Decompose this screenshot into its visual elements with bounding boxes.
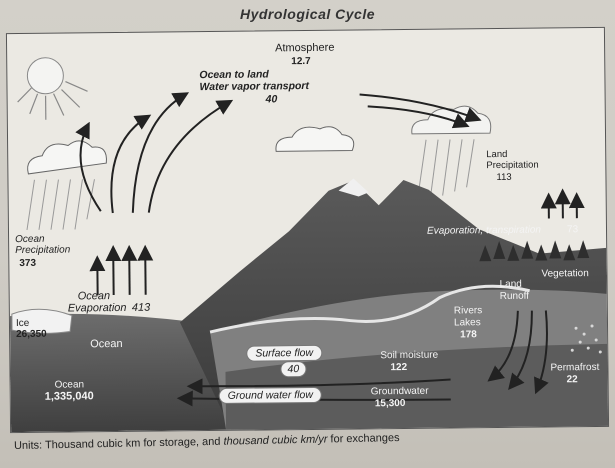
- units-part1: Units: Thousand cubic km for storage, an…: [14, 436, 224, 452]
- ocean-precip-line1: Ocean: [15, 234, 45, 245]
- ocean-storage-label: Ocean: [55, 379, 85, 390]
- ice-value: 26,350: [16, 329, 47, 340]
- transport-value: 40: [266, 94, 278, 105]
- ocean-evap-line2: Evaporation: [68, 303, 127, 315]
- land-runoff-line2: Runoff: [500, 291, 529, 302]
- ice-label: Ice: [16, 318, 29, 329]
- ocean-storage-value: 1,335,040: [45, 391, 94, 403]
- arrow-ocean-up-2: [132, 94, 187, 213]
- lakes-label: Lakes: [454, 317, 481, 328]
- units-note: Units: Thousand cubic km for storage, an…: [14, 432, 400, 452]
- diagram-title: Hydrological Cycle: [0, 6, 615, 22]
- land-precip-value: 113: [496, 172, 511, 183]
- ocean-precip-value: 373: [19, 258, 36, 269]
- permafrost-value: 22: [567, 374, 578, 385]
- middle-cloud: [276, 127, 354, 152]
- surface-flow-value: 40: [280, 361, 306, 377]
- rivers-label: Rivers: [454, 305, 482, 316]
- permafrost-label: Permafrost: [550, 362, 599, 374]
- rivers-lakes-value: 178: [460, 329, 477, 340]
- soil-moisture-value: 122: [390, 362, 407, 373]
- arrow-ocean-up-3: [148, 102, 231, 213]
- ground-water-flow-label: Ground water flow: [219, 387, 322, 404]
- soil-moisture-label: Soil moisture: [380, 350, 438, 362]
- evap-transpiration-label: Evaporation, transpiration: [427, 225, 541, 237]
- vegetation-label: Vegetation: [541, 268, 588, 279]
- units-part2: thousand cubic km/yr: [223, 433, 327, 447]
- evap-transpiration-value: 73: [567, 224, 578, 235]
- land-runoff-line1: Land: [500, 279, 522, 290]
- groundwater-value: 15,300: [375, 398, 406, 409]
- arrow-ocean-up-1: [111, 117, 149, 213]
- land-precip-line1: Land: [486, 149, 507, 160]
- groundwater-label: Groundwater: [371, 386, 429, 398]
- diagram-frame: Atmosphere 12.7 Ocean to land Water vapo…: [6, 27, 609, 433]
- ocean-precip-line2: Precipitation: [15, 244, 70, 256]
- surface-flow-label: Surface flow: [246, 345, 322, 362]
- transport-line2: Water vapor transport: [199, 81, 309, 93]
- atmosphere-value: 12.7: [291, 56, 311, 67]
- units-part3: for exchanges: [327, 432, 399, 446]
- ocean-rain-cloud: [26, 141, 107, 230]
- transport-line1: Ocean to land: [199, 69, 269, 81]
- atmosphere-label: Atmosphere: [275, 43, 334, 55]
- sun-icon: [17, 57, 88, 120]
- ocean-evap-line1: Ocean: [78, 291, 111, 302]
- ocean-surface-label: Ocean: [90, 339, 123, 350]
- ocean-evap-value: 413: [132, 303, 150, 314]
- land-precip-line2: Precipitation: [486, 160, 538, 172]
